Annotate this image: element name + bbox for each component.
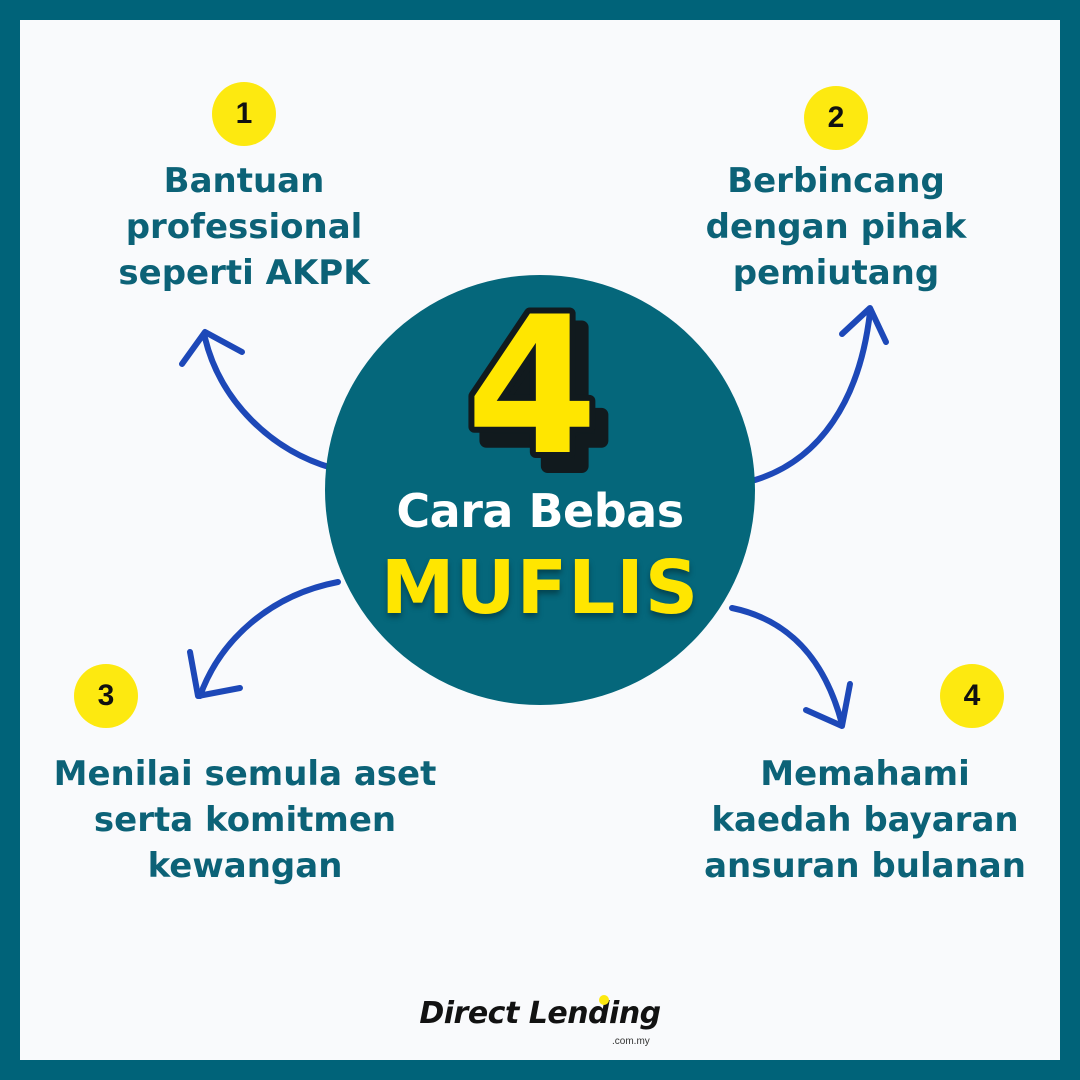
center-circle <box>325 275 755 705</box>
step-2-line: Berbincang <box>727 161 945 201</box>
arrows-layer <box>179 305 889 729</box>
step-3-line: serta komitmen <box>93 800 397 840</box>
brand-name: Direct Lending <box>419 996 661 1031</box>
curved-arrow-down-left-icon <box>187 579 341 699</box>
step-2-line: dengan pihak <box>705 207 967 247</box>
brand-logo[interactable]: Direct Lending .com.my <box>400 995 680 1047</box>
step-4-line: ansuran bulanan <box>704 846 1026 886</box>
big-number: 4 <box>466 276 598 497</box>
step-1-line: Bantuan <box>163 161 325 201</box>
step-4-line: Memahami <box>760 754 970 794</box>
step-2-line: pemiutang <box>732 253 940 293</box>
step-3-line: Menilai semula aset <box>53 754 437 794</box>
step-4-text: Memahami kaedah bayaran ansuran bulanan <box>680 751 1050 889</box>
step-2-text: Berbincang dengan pihak pemiutang <box>686 158 986 296</box>
step-4-line: kaedah bayaran <box>711 800 1019 840</box>
step-1-text: Bantuan professional seperti AKPK <box>94 158 394 296</box>
step-1-badge: 1 <box>212 82 276 146</box>
infographic-canvas: 4 4 Cara Bebas MUFLIS 1 Bantuan professi… <box>20 20 1060 1060</box>
step-3-line: kewangan <box>147 846 343 886</box>
logo-dot-icon <box>599 995 609 1005</box>
step-3-badge: 3 <box>74 664 138 728</box>
step-1-line: professional <box>125 207 363 247</box>
center-title: MUFLIS <box>380 545 700 631</box>
big-number-four: 4 4 <box>460 270 617 518</box>
step-4-badge: 4 <box>940 664 1004 728</box>
center-subtitle: Cara Bebas <box>396 484 684 538</box>
brand-domain: .com.my <box>612 1036 650 1047</box>
step-2-badge: 2 <box>804 86 868 150</box>
curved-arrow-down-right-icon <box>729 605 853 729</box>
step-1-line: seperti AKPK <box>118 253 370 293</box>
curved-arrow-up-right-icon <box>752 305 889 483</box>
curved-arrow-up-left-icon <box>179 329 335 471</box>
big-number-shadow: 4 <box>478 290 610 511</box>
step-3-text: Menilai semula aset serta komitmen kewan… <box>40 751 450 889</box>
